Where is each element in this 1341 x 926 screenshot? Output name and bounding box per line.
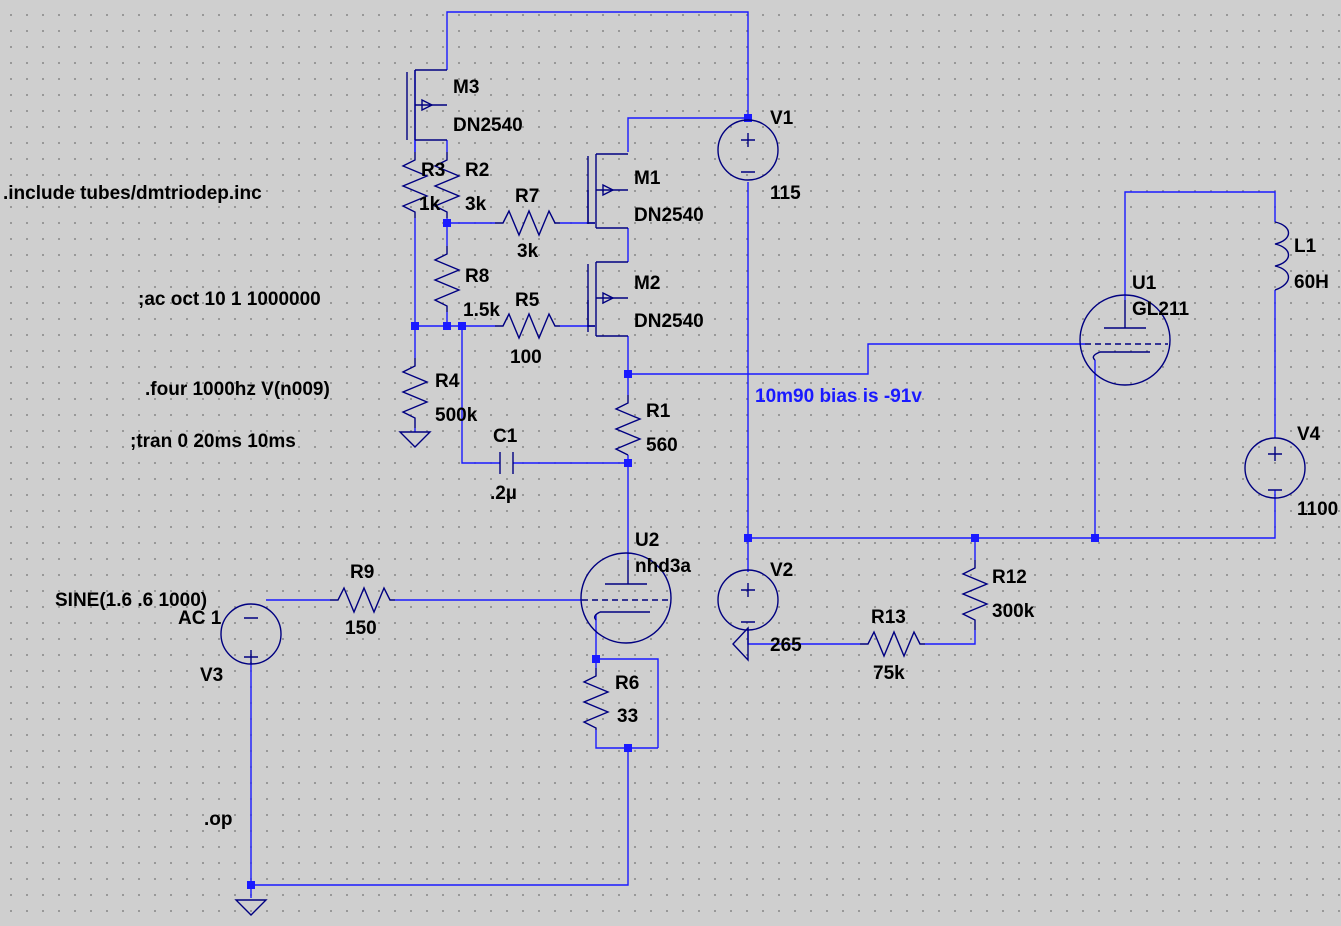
resistor-r4-symbol[interactable] (401, 358, 429, 428)
tube-u1[interactable] (1079, 294, 1171, 386)
capacitor-c1-symbol[interactable] (499, 452, 514, 474)
voltage-source-v4[interactable] (1244, 437, 1306, 499)
r5-name: R5 (515, 290, 540, 311)
junction-nodes (247, 114, 1099, 889)
voltage-source-v1[interactable] (717, 119, 779, 181)
r9-value: 150 (345, 618, 377, 639)
v4-value: 1100 (1297, 499, 1338, 520)
r1-name: R1 (646, 401, 671, 422)
v1-name: V1 (770, 108, 794, 129)
resistor-r9-symbol[interactable] (330, 586, 395, 614)
node-ground (247, 881, 255, 889)
r2-name: R2 (465, 160, 489, 181)
c1-value: .2µ (490, 483, 517, 504)
v1-value: 115 (770, 183, 801, 204)
resistors (330, 152, 989, 730)
u1-name: U1 (1132, 273, 1157, 294)
node-bus-left (744, 534, 752, 542)
resistor-r13-symbol[interactable] (860, 630, 925, 658)
r8-value: 1.5k (463, 300, 500, 321)
r2-value: 3k (465, 194, 487, 215)
r5-value: 100 (510, 347, 542, 368)
r4-value: 500k (435, 405, 478, 426)
node-r8-bottom (443, 322, 451, 330)
tube-u2[interactable] (580, 552, 672, 644)
directive-four[interactable]: .four 1000hz V(n009) (145, 379, 330, 400)
resistor-r8-symbol[interactable] (433, 246, 461, 312)
v3-name: V3 (200, 665, 223, 686)
resistor-r5-symbol[interactable] (495, 312, 560, 340)
r8-name: R8 (465, 266, 489, 287)
node-r6-bottom (624, 744, 632, 752)
node-bus-r12 (971, 534, 979, 542)
m2-name: M2 (634, 273, 660, 294)
resistor-r1-symbol[interactable] (614, 395, 642, 456)
ground-symbol-main (234, 899, 268, 916)
r4-name: R4 (435, 371, 460, 392)
mosfet-m3[interactable] (406, 69, 447, 141)
resistor-r6-symbol[interactable] (582, 668, 610, 730)
r3-name: R3 (421, 160, 445, 181)
v3-ac: AC 1 (178, 608, 222, 629)
node-u2-cathode (592, 655, 600, 663)
node-c1-top (458, 322, 466, 330)
v4-name: V4 (1297, 424, 1321, 445)
bias-note: 10m90 bias is -91v (755, 386, 922, 407)
resistor-r12-symbol[interactable] (961, 560, 989, 630)
l1-value: 60H (1294, 272, 1329, 293)
v3-value: SINE(1.6 .6 1000) (55, 590, 207, 611)
node-bus-u1 (1091, 534, 1099, 542)
directive-tran[interactable]: ;tran 0 20ms 10ms (130, 431, 296, 452)
r1-value: 560 (646, 435, 678, 456)
directive-ac[interactable]: ;ac oct 10 1 1000000 (138, 289, 321, 310)
v2-value: 265 (770, 635, 802, 656)
r7-name: R7 (515, 186, 539, 207)
r6-name: R6 (615, 673, 639, 694)
r3-value: 1k (419, 194, 441, 215)
resistor-r2-symbol[interactable] (433, 152, 461, 218)
directive-op[interactable]: .op (204, 809, 233, 830)
voltage-source-v3[interactable] (220, 603, 282, 665)
m2-value: DN2540 (634, 311, 704, 332)
u2-value: nhd3a (635, 556, 691, 577)
r6-value: 33 (617, 706, 638, 727)
node-r1-bottom (624, 459, 632, 467)
c1-name: C1 (493, 426, 518, 447)
resistor-r7-symbol[interactable] (495, 209, 560, 237)
l1-name: L1 (1294, 236, 1317, 257)
node-r2-r7 (443, 219, 451, 227)
r13-name: R13 (871, 607, 906, 628)
ground-symbol-r4 (398, 431, 432, 448)
voltage-source-v2[interactable] (717, 569, 779, 662)
resistor-r3-symbol[interactable] (401, 152, 429, 218)
m1-name: M1 (634, 168, 661, 189)
node-m2-source (624, 370, 632, 378)
r12-value: 300k (992, 601, 1035, 622)
mosfet-m2[interactable] (587, 261, 628, 337)
node-r3-r4 (411, 322, 419, 330)
inductor-l1-symbol[interactable] (1274, 221, 1290, 291)
u1-value: GL211 (1132, 299, 1189, 320)
wires (250, 11, 1276, 898)
directive-include[interactable]: .include tubes/dmtriodep.inc (3, 183, 262, 204)
r9-name: R9 (350, 562, 374, 583)
r7-value: 3k (517, 241, 539, 262)
mosfet-m1[interactable] (587, 153, 628, 229)
m1-value: DN2540 (634, 205, 704, 226)
m3-value: DN2540 (453, 115, 523, 136)
r13-value: 75k (873, 663, 905, 684)
node-v1-plus (744, 114, 752, 122)
r12-name: R12 (992, 567, 1027, 588)
m3-name: M3 (453, 77, 479, 98)
u2-name: U2 (635, 530, 659, 551)
v2-name: V2 (770, 560, 793, 581)
